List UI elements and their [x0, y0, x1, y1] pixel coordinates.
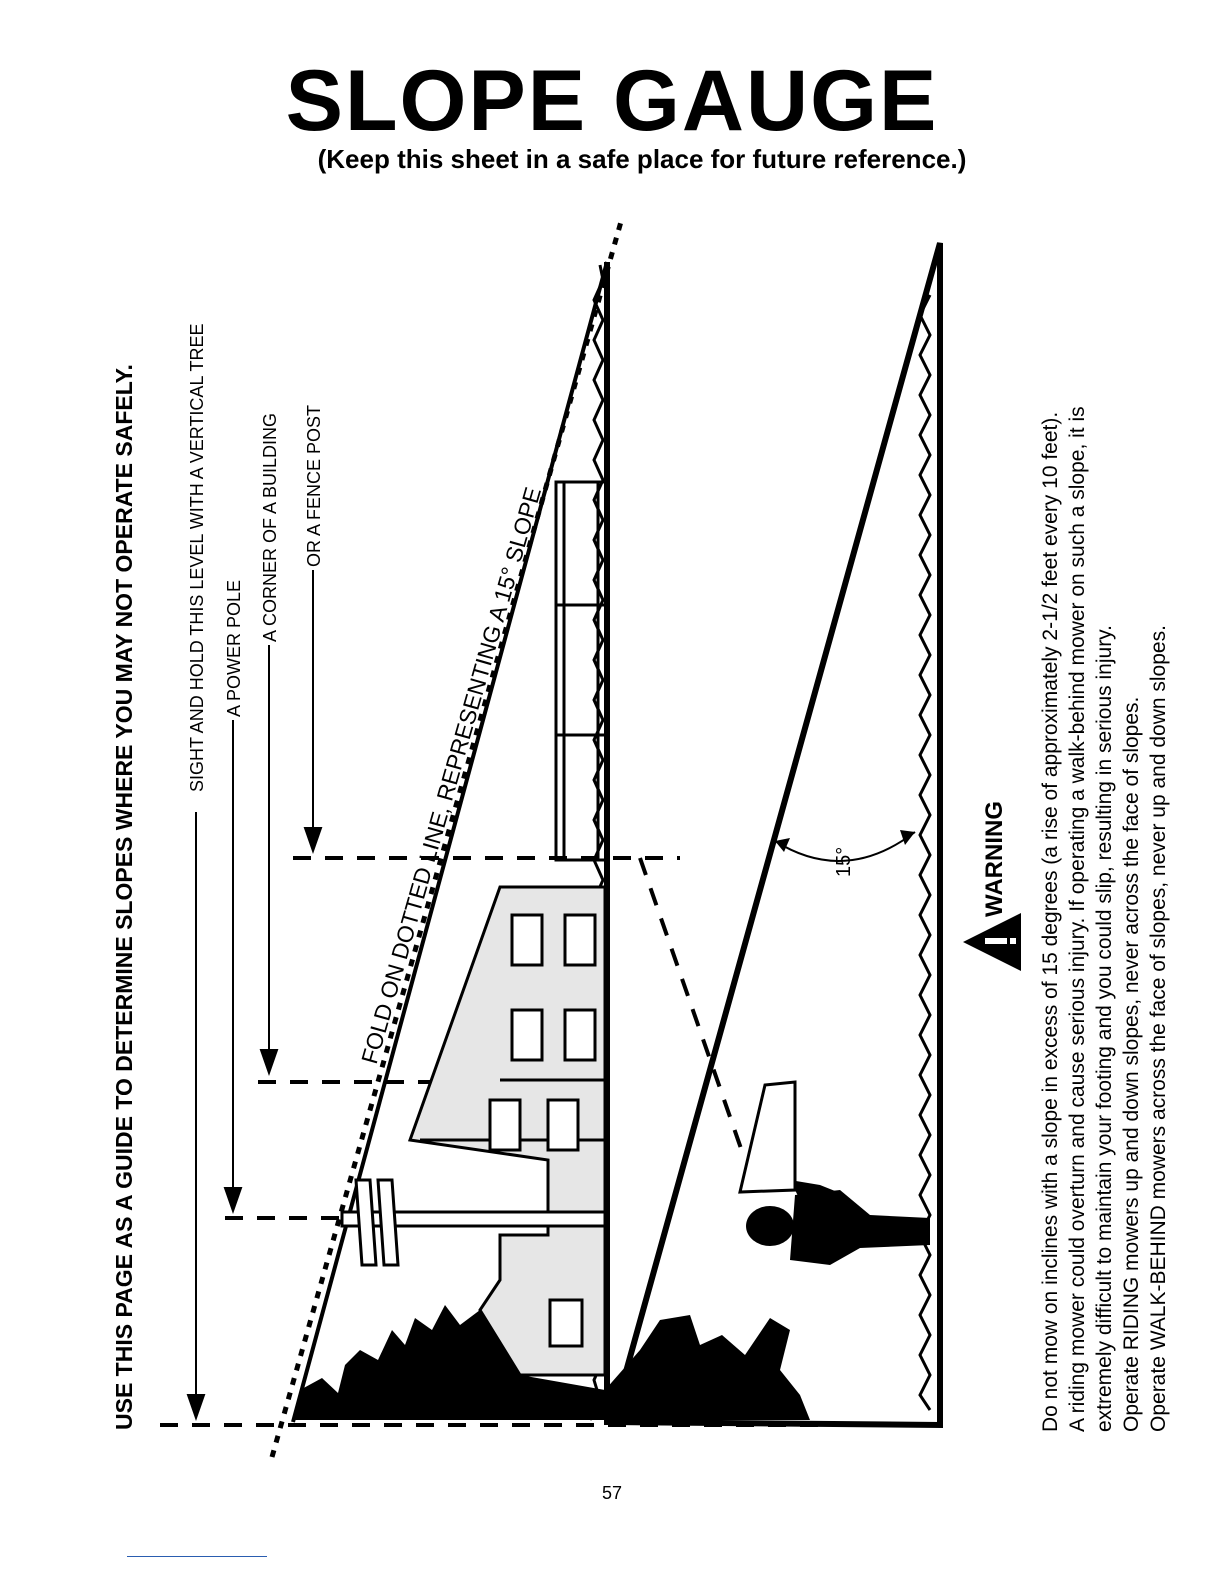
warning-line-2: A riding mower could overturn and cause … — [1066, 406, 1089, 1432]
person-mower — [746, 1180, 930, 1265]
mower-handle — [738, 1080, 797, 1194]
sight-arrows — [186, 570, 323, 1422]
footer-rule — [127, 1556, 267, 1557]
slope-triangle — [608, 242, 943, 1429]
angle-arrow-left — [775, 838, 790, 852]
warning-line-3: extremely difficult to maintain your foo… — [1093, 625, 1116, 1432]
guide-instruction: USE THIS PAGE AS A GUIDE TO DETERMINE SL… — [111, 364, 137, 1430]
warning-line-4: Operate RIDING mowers up and down slopes… — [1120, 696, 1143, 1432]
upper-slope-line — [291, 261, 609, 1423]
angle-arrow-right — [900, 830, 915, 845]
label-fence-post: OR A FENCE POST — [304, 404, 324, 567]
warning-line-5: Operate WALK-BEHIND mowers across the fa… — [1147, 625, 1170, 1432]
angle-label: 15° — [833, 846, 855, 877]
label-building-corner: A CORNER OF A BUILDING — [260, 412, 280, 642]
bushes — [295, 1305, 810, 1420]
page-number: 57 — [601, 1483, 623, 1503]
warning-triangle-icon — [963, 913, 1021, 971]
building — [407, 885, 607, 1377]
angle-arc — [774, 831, 916, 862]
sight-lines — [160, 856, 747, 1427]
page-title: SLOPE GAUGE — [285, 53, 939, 149]
page-subtitle: (Keep this sheet in a safe place for fut… — [317, 144, 967, 174]
fold-dotted-line — [269, 217, 625, 1458]
warning-title: WARNING — [981, 801, 1008, 917]
fence — [554, 480, 608, 862]
label-vertical-tree: SIGHT AND HOLD THIS LEVEL WITH A VERTICA… — [187, 323, 207, 792]
power-pole — [340, 1178, 607, 1267]
warning-line-1: Do not mow on inclines with a slope in e… — [1039, 411, 1062, 1432]
label-power-pole: A POWER POLE — [224, 579, 244, 717]
